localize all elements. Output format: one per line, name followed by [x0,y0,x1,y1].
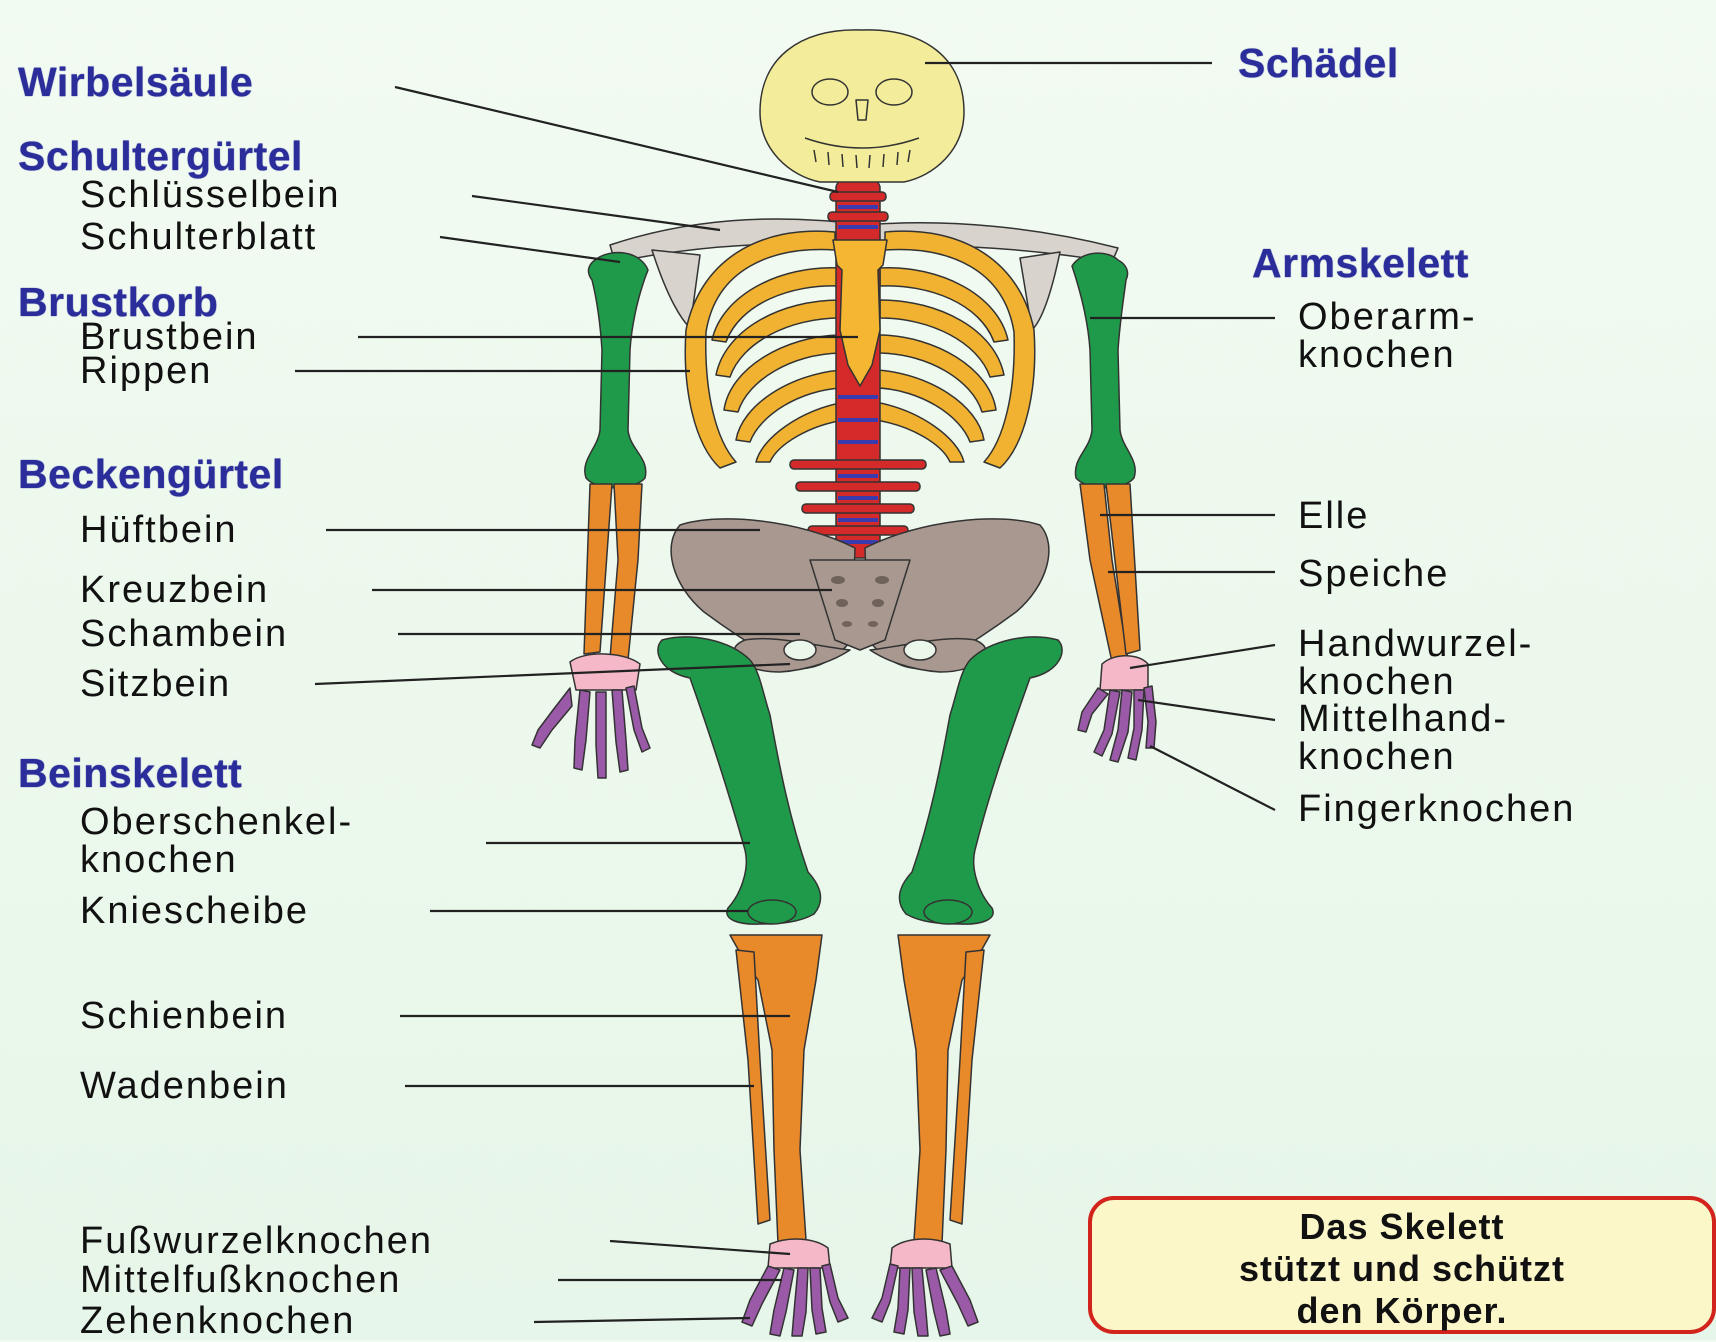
leader-zehen [534,1318,750,1322]
label-oberschenkelknochen: Oberschenkel- knochen [80,803,353,879]
femur-left [658,637,821,924]
humerus-right [1072,253,1135,488]
lower-leg-left [730,935,822,1244]
label-oberschenkel-line1: Oberschenkel- [80,803,353,841]
label-oberarm-line1: Oberarm- [1298,298,1477,336]
label-schulterblatt: Schulterblatt [80,218,317,256]
patella-right [924,900,972,924]
info-box-line2: stützt und schützt [1092,1248,1712,1290]
label-fingerknochen: Fingerknochen [1298,790,1575,828]
label-mittelhandknochen: Mittelhand- knochen [1298,700,1508,776]
label-schambein: Schambein [80,615,288,653]
leader-schulterblatt [440,237,620,262]
label-wirbelsaeule: Wirbelsäule [18,62,253,103]
label-elle: Elle [1298,497,1369,535]
info-box-line1: Das Skelett [1092,1206,1712,1248]
leader-schluesselbein [472,196,720,230]
label-oberarm-line2: knochen [1298,336,1477,374]
label-schultergurtel: Schultergürtel [18,136,303,177]
label-oberarmknochen: Oberarm- knochen [1298,298,1477,374]
femur-right [899,637,1062,924]
label-zehenknochen: Zehenknochen [80,1302,355,1340]
label-wadenbein: Wadenbein [80,1067,289,1105]
label-speiche: Speiche [1298,555,1449,593]
label-rippen: Rippen [80,352,212,390]
label-mittelhand-line2: knochen [1298,738,1508,776]
label-schluesselbein: Schlüsselbein [80,176,340,214]
label-schienbein: Schienbein [80,997,288,1035]
foot-left [742,1239,848,1336]
label-schaedel: Schädel [1238,43,1399,84]
label-handwurzel-line1: Handwurzel- [1298,625,1533,663]
lower-leg-right [898,935,990,1244]
label-beckengurtel: Beckengürtel [18,454,284,495]
foot-right [872,1239,978,1336]
leader-fingerknochen [1150,746,1275,810]
label-hueftbein: Hüftbein [80,511,238,549]
info-box: Das Skelett stützt und schützt den Körpe… [1088,1196,1716,1334]
label-kniescheibe: Kniescheibe [80,892,309,930]
label-mittelfussknochen: Mittelfußknochen [80,1261,401,1299]
leader-handwurzel [1130,645,1275,668]
label-kreuzbein: Kreuzbein [80,571,269,609]
label-beinskelett: Beinskelett [18,753,242,794]
label-mittelhand-line1: Mittelhand- [1298,700,1508,738]
skull [760,30,964,182]
leader-mittelhand [1138,700,1275,720]
patella-left [748,900,796,924]
label-handwurzel-line2: knochen [1298,663,1533,701]
label-sitzbein: Sitzbein [80,665,231,703]
label-oberschenkel-line2: knochen [80,841,353,879]
label-fusswurzelknochen: Fußwurzelknochen [80,1222,433,1260]
leader-fusswurzel [610,1241,790,1254]
hand-right [1078,656,1156,762]
label-handwurzelknochen: Handwurzel- knochen [1298,625,1533,701]
label-armskelett: Armskelett [1252,243,1469,284]
info-box-line3: den Körper. [1092,1290,1712,1332]
